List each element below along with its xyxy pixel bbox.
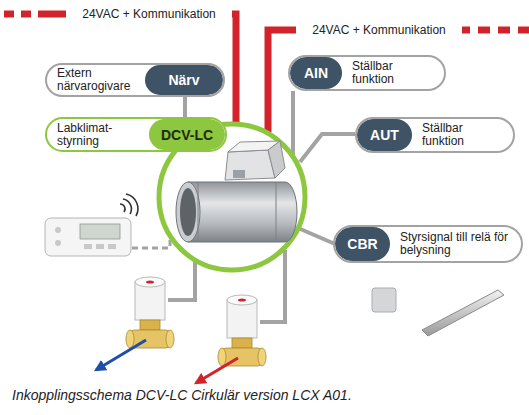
- function-pill: AUTStällbar funktion: [355, 117, 515, 153]
- tag-label: DCV-LC: [149, 119, 225, 150]
- function-pill: Labklimat- styrningDCV-LC: [45, 117, 227, 152]
- flow-arrow: [196, 358, 238, 383]
- supply-label: 24VAC + Kommunikation: [296, 23, 462, 37]
- tag-label: AUT: [357, 119, 412, 151]
- room-thermostat: [45, 218, 131, 256]
- function-pill: AINStällbar funktion: [288, 55, 446, 91]
- valve-actuator: [218, 295, 266, 366]
- light-fixture: [422, 290, 504, 336]
- function-pill: Extern närvarogivareNärv: [45, 63, 225, 97]
- supply-label: 24VAC + Kommunikation: [66, 7, 232, 21]
- tag-label: AIN: [290, 57, 342, 89]
- valve-actuator: [126, 277, 174, 348]
- description-text: Ställbar funktion: [342, 57, 444, 89]
- presence-sensor: [372, 288, 396, 312]
- description-text: Styrsignal till relä för belysning: [390, 227, 521, 261]
- damper-unit: [176, 141, 297, 242]
- wireless-symbol: [120, 194, 138, 216]
- tag-label: Närv: [145, 65, 223, 95]
- function-pill: CBRStyrsignal till relä för belysning: [333, 225, 523, 263]
- description-text: Labklimat- styrning: [47, 119, 149, 150]
- tag-label: CBR: [335, 227, 390, 261]
- figure-caption: Inkopplingsschema DCV-LC Cirkulär versio…: [12, 387, 352, 403]
- description-text: Extern närvarogivare: [47, 65, 145, 95]
- description-text: Ställbar funktion: [412, 119, 513, 151]
- flow-arrow: [96, 340, 146, 370]
- wireless-dashed-wire: [132, 236, 170, 248]
- power-bus-line: [4, 14, 529, 132]
